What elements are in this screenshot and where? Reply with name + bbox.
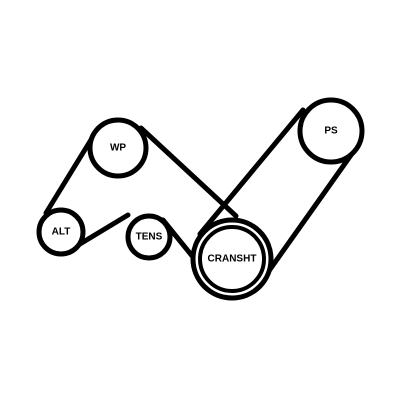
pulley-cransht: CRANSHT: [190, 217, 274, 301]
pulley-alt: ALT: [36, 207, 86, 257]
belt-segment-cransht-to-ps-upper: [197, 107, 306, 237]
pulley-ps-circle: [297, 97, 365, 165]
pulley-alt-label: ALT: [52, 227, 71, 238]
pulley-alt-circle: [36, 207, 86, 257]
pulley-wp-circle: [87, 117, 149, 179]
pulley-tens-label: TENS: [136, 232, 163, 243]
pulley-ps: PS: [297, 97, 365, 165]
pulley-tens-circle: [125, 213, 173, 261]
belt-segment-cransht-to-ps-lower: [263, 152, 354, 278]
belt-segment-wp-to-cransht: [138, 125, 239, 219]
pulley-tens: TENS: [125, 213, 173, 261]
pulley-wp-label: WP: [110, 143, 126, 154]
pulley-wp: WP: [87, 117, 149, 179]
pulley-cransht-label: CRANSHT: [208, 254, 257, 265]
pulley-ps-label: PS: [324, 126, 338, 137]
pulley-cransht-inner-ring: [198, 225, 266, 293]
